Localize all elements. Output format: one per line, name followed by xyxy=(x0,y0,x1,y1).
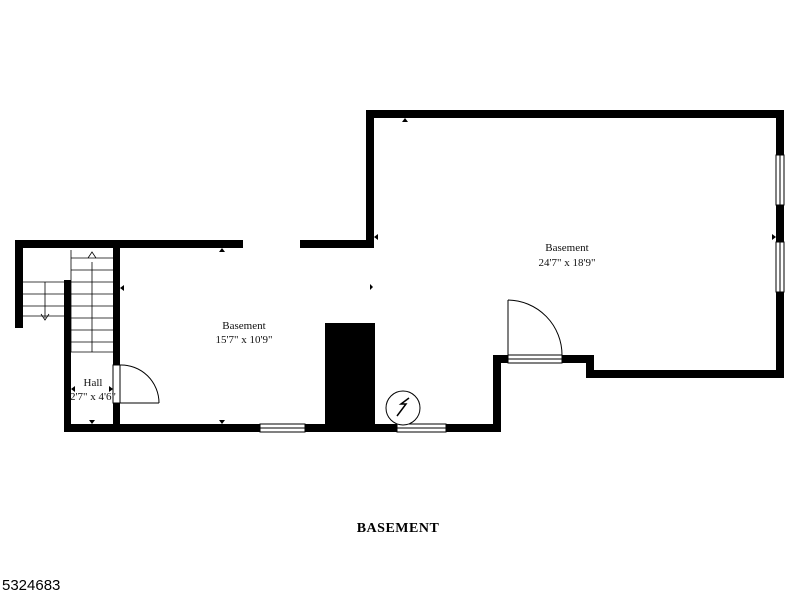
doors xyxy=(119,299,563,404)
wall-bottom-large-room xyxy=(586,370,784,378)
wall-right-lower xyxy=(493,355,501,432)
wall-far-left xyxy=(15,240,23,328)
floor-title: BASEMENT xyxy=(357,521,440,536)
chimney-block xyxy=(325,323,375,432)
room-name-hall: Hall xyxy=(84,377,103,389)
room-name-large-basement: Basement xyxy=(545,242,588,254)
door-swing-hall xyxy=(119,364,160,404)
wall-hall-left xyxy=(64,280,71,432)
wall-top-middle-segment xyxy=(300,240,374,248)
room-dims-hall: 2'7" x 4'6" xyxy=(70,391,116,403)
stairs xyxy=(23,250,113,353)
windows xyxy=(112,154,785,433)
listing-id: 5324683 xyxy=(2,577,61,594)
wall-bottom-left xyxy=(64,424,260,432)
dimension-ticks xyxy=(71,118,776,424)
door-sill-hall xyxy=(112,364,121,404)
wall-stair-right xyxy=(113,248,120,432)
wall-step-vertical xyxy=(586,355,594,378)
door-swing-large-room xyxy=(507,299,563,356)
wall-top-large-room xyxy=(366,110,784,118)
room-labels: Basement 24'7" x 18'9" Basement 15'7" x … xyxy=(70,242,595,403)
wall-left-large-room xyxy=(366,110,374,247)
room-dims-small-basement: 15'7" x 10'9" xyxy=(216,334,273,346)
wall-top-left-segment xyxy=(15,240,243,248)
wall-bottom-right xyxy=(446,424,501,432)
room-dims-large-basement: 24'7" x 18'9" xyxy=(539,257,596,269)
wall-step-horizontal xyxy=(562,355,594,363)
water-heater xyxy=(385,390,421,426)
walls xyxy=(15,110,784,432)
water-heater-bolt xyxy=(396,397,410,417)
room-name-small-basement: Basement xyxy=(222,320,265,332)
